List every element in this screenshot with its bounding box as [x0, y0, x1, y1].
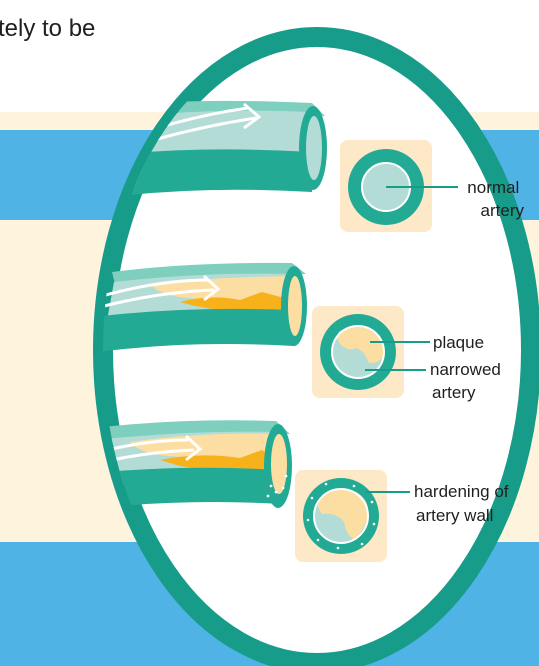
label-plaque: plaque	[433, 333, 484, 352]
artery-tube-narrowed	[98, 263, 307, 352]
header-fragment-text: tely to be	[0, 15, 95, 42]
cross-section-hardened	[295, 470, 387, 562]
cross-section-narrowed	[312, 306, 404, 398]
